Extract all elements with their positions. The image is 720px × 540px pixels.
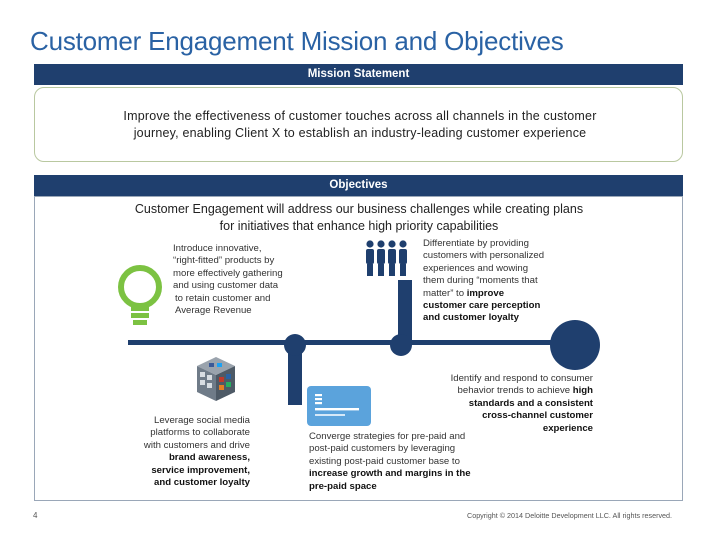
identify-line-5: experience (542, 422, 593, 434)
identify-line-2: behavior trends to achieve high (420, 385, 593, 397)
lightbulb-icon (118, 265, 162, 325)
objectives-intro-line-1: Customer Engagement will address our bus… (134, 202, 584, 216)
converge-line-4: increase growth and margins in the (309, 468, 471, 480)
timeline-node-1 (284, 334, 306, 356)
mission-header: Mission Statement (34, 64, 683, 85)
products-line-1: Introduce innovative, (173, 243, 262, 254)
objectives-box (34, 196, 683, 501)
products-line-3: more effectively gathering (173, 267, 283, 279)
products-line-2: “right-fitted” products by (173, 255, 275, 267)
social-line-6: and customer loyalty (154, 477, 250, 489)
objective-products-cont: to retain customer and Average Revenue (175, 293, 305, 318)
objective-products: Introduce innovative, “right-fitted” pro… (173, 243, 303, 293)
objectives-intro-line-2: for initiatives that enhance high priori… (219, 219, 499, 233)
converge-line-3: existing post-paid customer base to (309, 455, 460, 467)
converge-line-1: Converge strategies for pre-paid and (309, 431, 466, 442)
diff-line-4: them during “moments that (423, 275, 538, 287)
identify-line-2a: behavior trends to achieve (457, 385, 573, 397)
products-line-6: Average Revenue (175, 305, 252, 317)
social-line-2: platforms to collaborate (150, 427, 250, 439)
identify-line-3: standards and a consistent (468, 397, 593, 409)
social-line-4: brand awareness, (168, 452, 250, 464)
diff-line-5a: matter” to (423, 287, 467, 299)
identify-line-4: cross-channel customer (482, 410, 593, 422)
objective-identify: Identify and respond to consumer behavio… (420, 373, 593, 435)
mission-line-1: Improve the effectiveness of customer to… (123, 109, 597, 123)
social-line-3: with customers and drive (143, 439, 250, 451)
diff-line-5: matter” to improve (423, 288, 573, 300)
diff-line-6: customer care perception (423, 300, 541, 312)
identify-line-1: Identify and respond to consumer (450, 373, 593, 384)
converge-line-2: post-paid customers by leveraging (309, 443, 456, 455)
social-line-5: service improvement, (151, 464, 250, 476)
products-line-4: and using customer data (173, 280, 279, 292)
timeline-node-end (550, 320, 600, 370)
identify-line-2b: high (572, 385, 593, 397)
objective-social: Leverage social media platforms to colla… (128, 415, 250, 489)
page-number: 4 (33, 511, 38, 520)
people-icon (366, 240, 407, 276)
timeline-connector-up (398, 280, 412, 342)
converge-line-5: pre-paid space (309, 480, 377, 492)
objective-converge: Converge strategies for pre-paid and pos… (309, 431, 499, 493)
products-line-5: to retain customer and (175, 293, 271, 304)
diff-line-1: Differentiate by providing (423, 238, 529, 249)
social-cube-icon (197, 357, 235, 401)
slide-title: Customer Engagement Mission and Objectiv… (30, 26, 564, 56)
timeline-bar (128, 340, 580, 345)
card-icon (307, 386, 371, 426)
diff-line-5b: improve (466, 287, 505, 299)
diff-line-7: and customer loyalty (423, 312, 519, 324)
mission-box (34, 87, 683, 162)
objectives-header: Objectives (34, 175, 683, 196)
social-line-1: Leverage social media (154, 415, 250, 426)
diff-line-2: customers with personalized (423, 250, 545, 262)
diff-line-3: experiences and wowing (423, 262, 529, 274)
timeline-node-2 (390, 334, 412, 356)
mission-line-2: journey, enabling Client X to establish … (133, 126, 587, 140)
objectives-intro: Customer Engagement will address our bus… (74, 201, 644, 235)
objective-differentiate: Differentiate by providing customers wit… (423, 238, 573, 325)
copyright-notice: Copyright © 2014 Deloitte Development LL… (467, 511, 673, 520)
mission-statement: Improve the effectiveness of customer to… (60, 108, 660, 142)
timeline-connector-down (288, 343, 302, 405)
